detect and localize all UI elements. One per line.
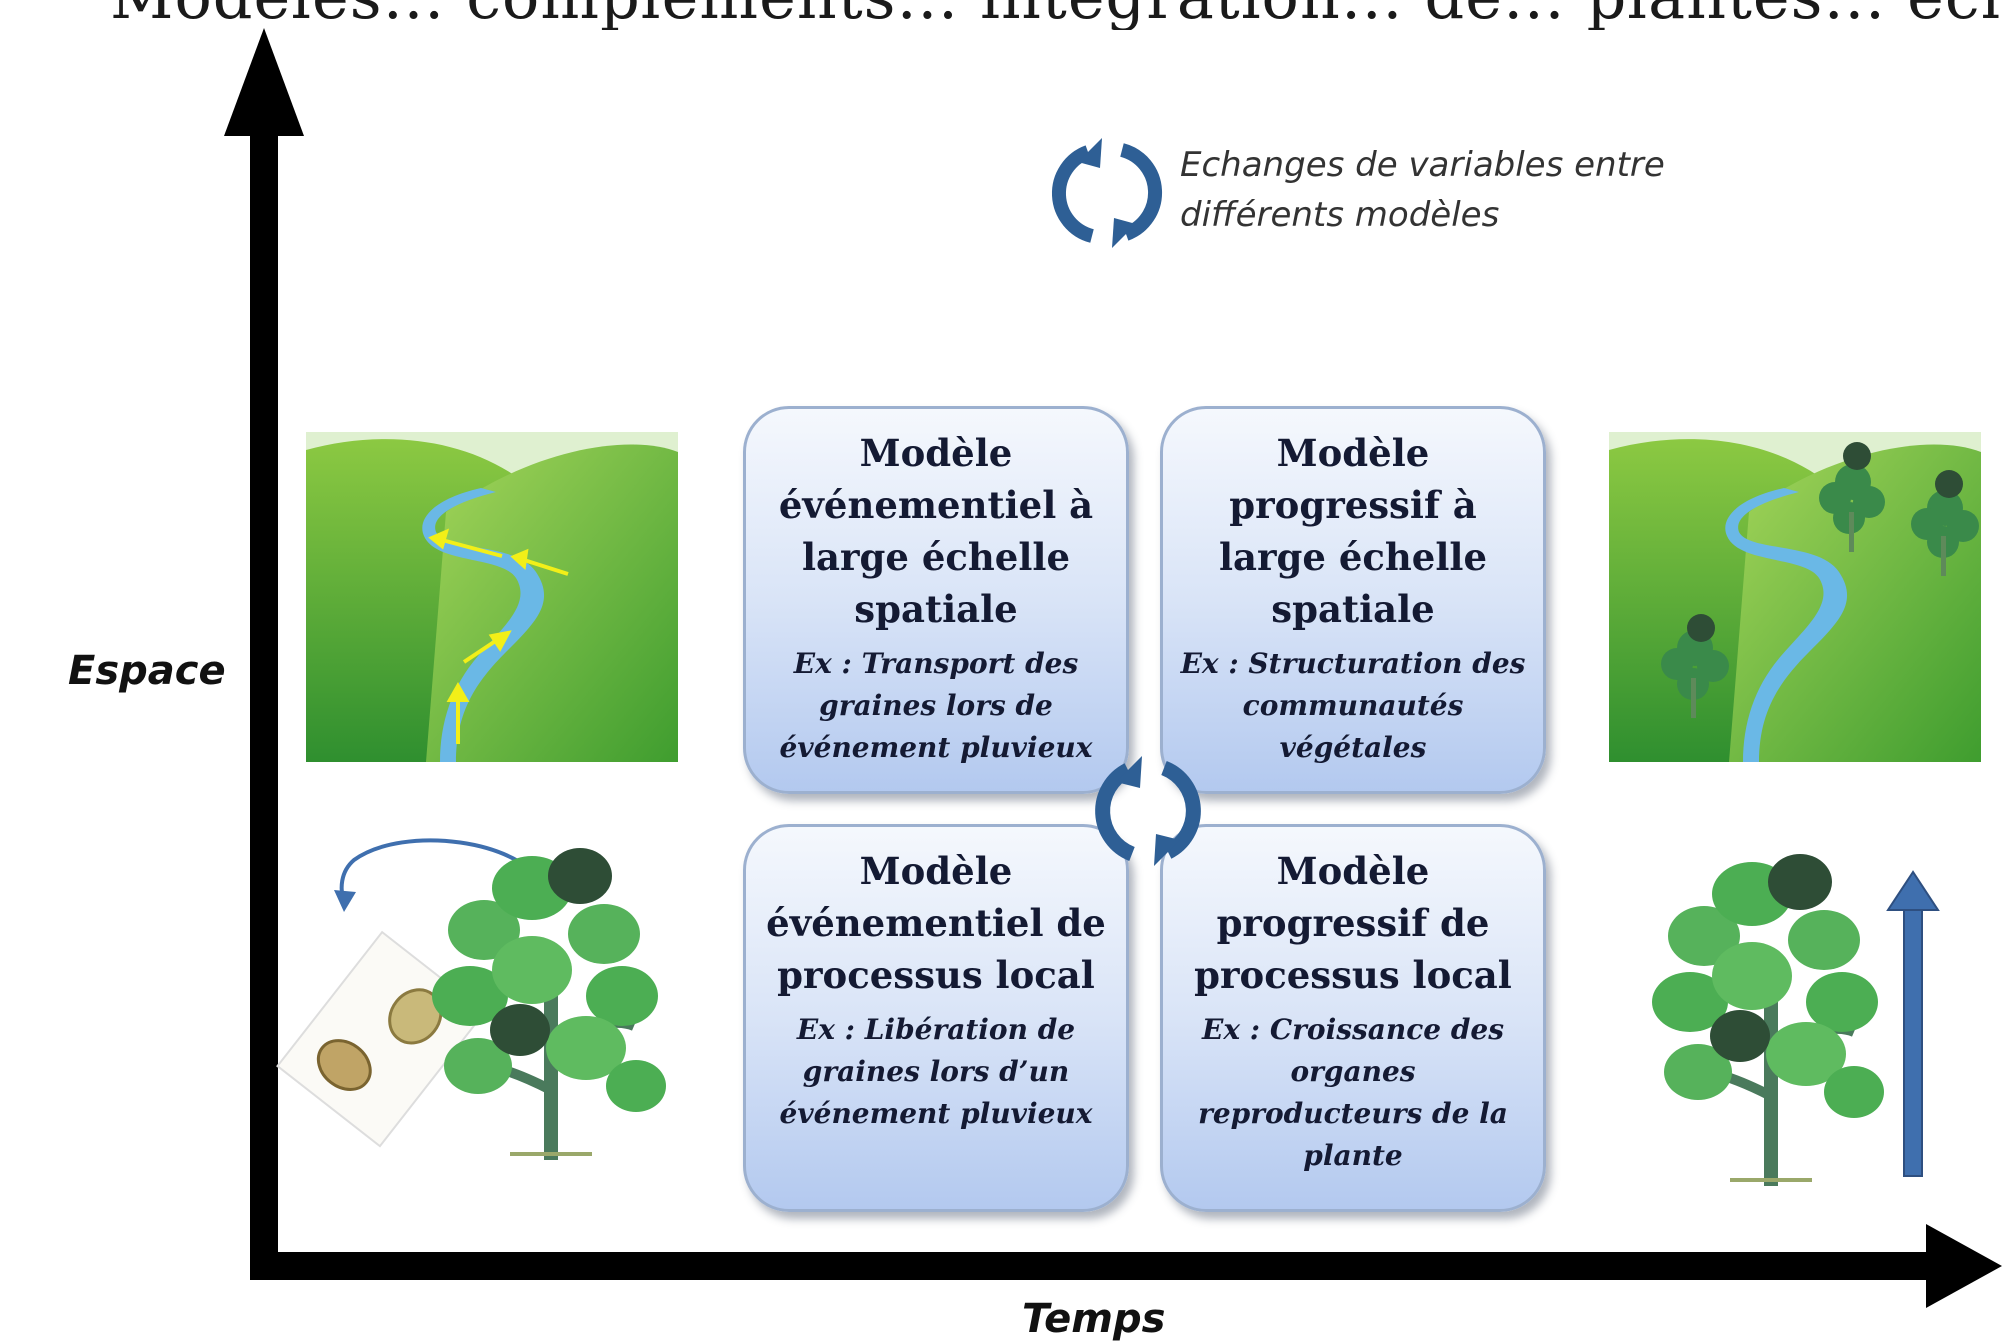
- cropped-page-title: Modèles… compléments… intégration… de… p…: [110, 0, 2002, 30]
- small-plant-icon: [1819, 442, 1885, 552]
- card-event-local-process: Modèle événementiel de processus local E…: [743, 824, 1129, 1212]
- growth-arrow-icon: [1886, 870, 1940, 1177]
- card-example: Ex : Transport des graines lors de événe…: [779, 647, 1093, 764]
- card-example: Ex : Structuration des communautés végét…: [1180, 647, 1526, 764]
- card-title: Modèle progressif à large échelle spatia…: [1219, 431, 1487, 631]
- river-landscape-plants-image: [1609, 432, 1981, 762]
- x-axis-line: [250, 1252, 1940, 1280]
- card-progressive-local-process: Modèle progressif de processus local Ex …: [1160, 824, 1546, 1212]
- legend-text: Echanges de variables entre différents m…: [1180, 145, 1665, 235]
- card-event-large-scale: Modèle événementiel à large échelle spat…: [743, 406, 1129, 794]
- central-exchange-cycle-icon: [1095, 756, 1201, 866]
- plant-icon: [432, 848, 666, 1160]
- y-axis-label: Espace: [68, 648, 226, 694]
- plant-icon: [1652, 854, 1884, 1186]
- card-title: Modèle événementiel de processus local: [766, 849, 1106, 997]
- x-axis-arrowhead: [1926, 1224, 2002, 1308]
- card-title: Modèle progressif de processus local: [1194, 849, 1512, 997]
- x-axis-label: Temps: [1022, 1296, 1166, 1342]
- exchange-cycle-icon: [1051, 138, 1163, 248]
- seed-card: [276, 930, 486, 1148]
- plant-growth-image: [1652, 854, 1940, 1186]
- card-title: Modèle événementiel à large échelle spat…: [778, 431, 1094, 631]
- card-example: Ex : Libération de graines lors d’un évé…: [779, 1013, 1093, 1130]
- card-example: Ex : Croissance des organes reproducteur…: [1198, 1013, 1508, 1172]
- y-axis-line: [250, 130, 278, 1280]
- river-landscape-flow-image: [306, 432, 678, 762]
- card-progressive-large-scale: Modèle progressif à large échelle spatia…: [1160, 406, 1546, 794]
- plant-seed-release-image: [276, 838, 666, 1160]
- y-axis-arrowhead: [224, 28, 304, 136]
